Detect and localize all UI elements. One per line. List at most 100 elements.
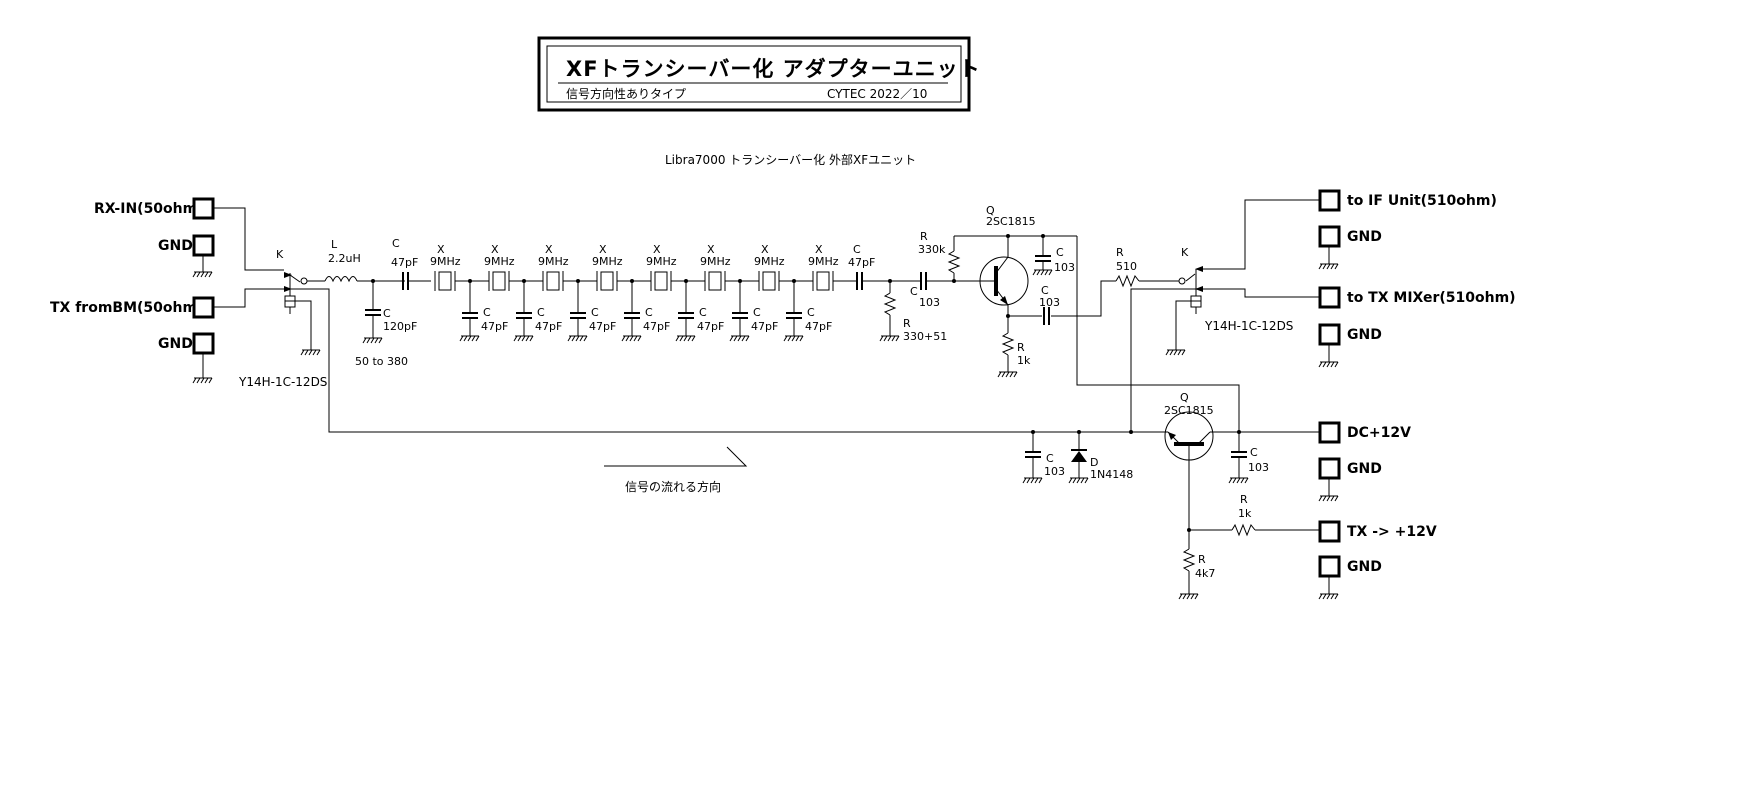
diode-designator: D (1090, 456, 1098, 469)
shunt-cap-3: C 47pF (567, 279, 616, 342)
signal-flow-arrow: 信号の流れる方向 (604, 446, 748, 494)
flow-label: 信号の流れる方向 (625, 479, 721, 494)
ground-icon (675, 335, 696, 342)
resistor-load: R 330+51 (879, 279, 947, 343)
capacitor-103-rail: C 103 (1022, 432, 1065, 484)
right-terminals: to IF Unit(510ohm) GND to TX MIXer(510oh… (1318, 189, 1516, 600)
terminal-pad (192, 296, 215, 319)
shunt-cap-6: C 47pF (729, 279, 778, 342)
cap-designator: C (853, 243, 861, 256)
transistor-part: 2SC1815 (1164, 404, 1214, 417)
ground-icon (879, 335, 900, 342)
crystal-x3: X 9MHz (538, 243, 569, 291)
subtitle-text: 信号方向性ありタイプ (566, 86, 686, 101)
cap-value: 47pF (805, 320, 832, 333)
ground-icon (513, 335, 534, 342)
relay-part-number: Y14H-1C-12DS (238, 375, 327, 389)
terminal-label-gnd: GND (158, 238, 193, 254)
terminal-pad (1318, 286, 1341, 309)
ground-icon (1318, 495, 1339, 502)
terminal-pad (192, 234, 215, 257)
terminal-label-tx-12v: TX -> +12V (1347, 524, 1437, 540)
shunt-capacitors: C 47pF C 47pF C 47pF (459, 279, 832, 342)
crystal-x5: X 9MHz (646, 243, 677, 291)
res-designator: R (1116, 246, 1124, 259)
ground-icon (1228, 477, 1249, 484)
title-text: XFトランシーバー化 アダプターユニット (566, 57, 981, 81)
cap-value: 47pF (535, 320, 562, 333)
ground-icon (729, 335, 750, 342)
shunt-cap-2: C 47pF (513, 279, 562, 342)
terminal-pad (1318, 421, 1341, 444)
capacitor-103-bypass: C 103 (1032, 236, 1075, 276)
ground-icon (621, 335, 642, 342)
xtal-designator: X (599, 243, 607, 256)
shunt-cap-5: C 47pF (675, 279, 724, 342)
cap-designator: C (699, 306, 707, 319)
capacitor-120pf: C 120pF 50 to 380 (355, 279, 417, 368)
terminal-pad (1318, 189, 1341, 212)
cap-designator: C (591, 306, 599, 319)
ground-icon (567, 335, 588, 342)
relay-designator: K (1181, 246, 1189, 259)
cap-value: 103 (1248, 461, 1269, 474)
res-value: 330+51 (903, 330, 947, 343)
cap-value: 47pF (751, 320, 778, 333)
cap-value: 47pF (848, 256, 875, 269)
xtal-designator: X (707, 243, 715, 256)
ground-icon (1032, 269, 1053, 276)
cap-value: 47pF (589, 320, 616, 333)
res-value: 330k (918, 243, 946, 256)
left-terminals: RX-IN(50ohm) GND TX fromBM(50ohm) GND (50, 197, 215, 384)
ground-icon (1318, 263, 1339, 270)
terminal-pad (1318, 457, 1341, 480)
res-value: 1k (1238, 507, 1252, 520)
transistor-part: 2SC1815 (986, 215, 1036, 228)
cap-value: 103 (1044, 465, 1065, 478)
terminal-label-gnd: GND (1347, 229, 1382, 245)
cap-designator: C (392, 237, 400, 250)
capacitor-103-dc: C 103 (1228, 432, 1269, 484)
diode-1n4148: D 1N4148 (1068, 432, 1133, 484)
cap-designator: C (483, 306, 491, 319)
crystal-x1: X 9MHz (430, 243, 461, 291)
terminal-label-tx-from-bm: TX fromBM(50ohm) (50, 300, 203, 316)
terminal-pad (1318, 225, 1341, 248)
transistor-amp: Q 2SC1815 (979, 204, 1036, 316)
cap-designator: C (910, 285, 918, 298)
ground-icon (459, 335, 480, 342)
ground-icon (1165, 349, 1186, 356)
xtal-designator: X (491, 243, 499, 256)
cap-value: 47pF (481, 320, 508, 333)
credit-text: CYTEC 2022／10 (827, 87, 927, 101)
crystal-x8: X 9MHz (808, 243, 839, 291)
res-designator: R (903, 317, 911, 330)
cap-designator: C (383, 307, 391, 320)
transistor-designator: Q (986, 204, 995, 217)
xtal-designator: X (437, 243, 445, 256)
res-value: 510 (1116, 260, 1137, 273)
ground-icon (997, 371, 1018, 378)
ground-icon (1318, 361, 1339, 368)
terminal-label-to-tx-mixer: to TX MIXer(510ohm) (1347, 290, 1516, 306)
diode-part: 1N4148 (1090, 468, 1133, 481)
res-designator: R (920, 230, 928, 243)
crystal-ladder: X 9MHz X 9MHz X 9MHz X 9MHz (430, 243, 857, 291)
ground-icon (362, 337, 383, 344)
cap-designator: C (1250, 446, 1258, 459)
cap-value: 120pF (383, 320, 417, 333)
xtal-value: 9MHz (430, 255, 461, 268)
xtal-designator: X (761, 243, 769, 256)
crystal-x4: X 9MHz (592, 243, 623, 291)
cap-designator: C (1046, 452, 1054, 465)
xtal-value: 9MHz (754, 255, 785, 268)
cap-designator: C (1056, 246, 1064, 259)
capacitor-103-emitter: C 103 (1039, 284, 1060, 325)
inductor-value: 2.2uH (328, 252, 361, 265)
cap-designator: C (1041, 284, 1049, 297)
ground-icon (192, 377, 213, 384)
cap-designator: C (645, 306, 653, 319)
relay-left: K Y14H-1C-12DS (238, 248, 327, 389)
ground-icon (1068, 477, 1089, 484)
